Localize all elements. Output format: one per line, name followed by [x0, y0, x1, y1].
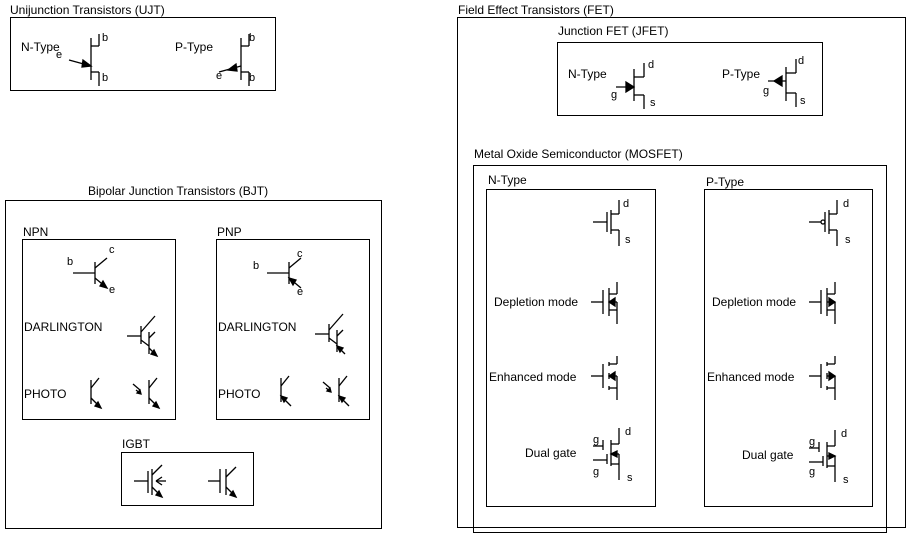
npn-base-label: b [67, 256, 74, 268]
fet-panel: Junction FET (JFET) N-Type g d s P-Type … [457, 17, 906, 533]
pnp-darlington-label: DARLINGTON [218, 320, 297, 334]
jfet-p-type-symbol [768, 59, 797, 107]
mosfet-n-basic-symbol [593, 200, 620, 246]
mosfet-p-panel: d s Depletion mode Enhanced mode [704, 189, 873, 507]
ujt-n-base2-label: b [102, 72, 109, 84]
mosfet-p-dual-drain-label: d [841, 428, 848, 440]
npn-darlington-label: DARLINGTON [24, 320, 103, 334]
ujt-p-base1-label: b [249, 32, 256, 44]
mosfet-n-dual-source-label: s [627, 472, 633, 484]
bjt-panel: NPN b c e DARLINGTON PHOTO [5, 200, 382, 529]
mosfet-p-dual-g1-label: g [809, 436, 816, 448]
igbt-symbol-1 [134, 464, 166, 499]
mosfet-n-enhanced-label: Enhanced mode [489, 370, 577, 384]
igbt-symbol-2 [208, 466, 238, 499]
mosfet-p-basic-drain-label: d [843, 198, 850, 210]
pnp-darlington-symbol [315, 313, 346, 355]
jfet-n-source-label: s [650, 97, 656, 109]
ujt-p-type-symbol [218, 34, 250, 86]
jfet-n-drain-label: d [648, 59, 655, 71]
mosfet-p-dual-gate-symbol [809, 430, 837, 482]
jfet-n-gate-label: g [611, 89, 618, 101]
mosfet-p-dual-gate-label: Dual gate [742, 448, 794, 462]
npn-title: NPN [23, 225, 49, 239]
jfet-n-type-symbol [616, 63, 645, 109]
mosfet-n-dual-g1-label: g [593, 434, 600, 446]
igbt-title: IGBT [122, 437, 151, 451]
mosfet-panel: N-Type d s Depletion mode [473, 165, 887, 533]
ujt-n-type-symbol [68, 34, 100, 86]
jfet-p-source-label: s [800, 95, 806, 107]
jfet-n-type-label: N-Type [568, 67, 607, 81]
jfet-p-type-label: P-Type [722, 67, 761, 81]
mosfet-n-dual-gate-label: Dual gate [525, 446, 577, 460]
mosfet-p-dual-source-label: s [843, 474, 849, 486]
bjt-section-title: Bipolar Junction Transistors (BJT) [88, 184, 269, 198]
npn-panel: b c e DARLINGTON PHOTO [22, 239, 176, 420]
mosfet-n-enhanced-symbol [591, 356, 618, 400]
ujt-p-emitter-label: e [216, 70, 223, 82]
fet-section-title: Field Effect Transistors (FET) [458, 3, 614, 17]
mosfet-n-type-label: N-Type [488, 173, 527, 187]
npn-collector-label: c [109, 244, 115, 256]
mosfet-n-dual-gate-symbol [593, 428, 620, 480]
mosfet-n-dual-drain-label: d [625, 426, 632, 438]
mosfet-n-depletion-label: Depletion mode [494, 295, 579, 309]
ujt-n-type-label: N-Type [21, 40, 60, 54]
mosfet-p-depletion-label: Depletion mode [712, 295, 797, 309]
jfet-panel: N-Type g d s P-Type g d s [557, 42, 823, 116]
mosfet-title: Metal Oxide Semiconductor (MOSFET) [474, 147, 683, 161]
npn-symbol [73, 257, 109, 290]
jfet-p-drain-label: d [798, 55, 805, 67]
jfet-p-gate-label: g [763, 85, 770, 97]
pnp-collector-label: c [297, 248, 303, 260]
mosfet-p-basic-source-label: s [845, 234, 851, 246]
npn-darlington-symbol [127, 315, 159, 358]
pnp-photo-label: PHOTO [218, 387, 261, 401]
npn-photo-light-symbol [132, 377, 161, 410]
mosfet-p-depletion-symbol [809, 282, 837, 324]
pnp-photo-light-symbol [322, 375, 350, 407]
ujt-section-title: Unijunction Transistors (UJT) [10, 3, 165, 17]
pnp-base-label: b [253, 260, 260, 272]
mosfet-n-basic-source-label: s [625, 234, 631, 246]
pnp-symbol [267, 257, 302, 289]
mosfet-n-depletion-symbol [591, 282, 618, 324]
mosfet-n-dual-g2-label: g [593, 466, 600, 478]
mosfet-p-enhanced-symbol [809, 356, 837, 400]
npn-emitter-label: e [109, 284, 116, 296]
igbt-panel [121, 452, 254, 506]
mosfet-n-basic-drain-label: d [623, 198, 630, 210]
pnp-phototransistor-symbol [279, 375, 292, 407]
jfet-title: Junction FET (JFET) [558, 24, 669, 38]
mosfet-p-type-label: P-Type [706, 175, 745, 189]
mosfet-n-panel: d s Depletion mode Enhanced mode [486, 189, 656, 507]
ujt-n-base1-label: b [102, 32, 109, 44]
npn-phototransistor-symbol [90, 377, 103, 410]
mosfet-p-enhanced-label: Enhanced mode [707, 370, 795, 384]
npn-photo-label: PHOTO [24, 387, 67, 401]
ujt-n-emitter-label: e [56, 49, 63, 61]
pnp-panel: b c e DARLINGTON PHOTO [216, 239, 370, 420]
pnp-title: PNP [217, 225, 242, 239]
mosfet-p-basic-symbol [809, 200, 838, 246]
mosfet-p-dual-g2-label: g [809, 466, 816, 478]
ujt-p-base2-label: b [249, 72, 256, 84]
pnp-emitter-label: e [297, 286, 304, 298]
ujt-p-type-label: P-Type [175, 40, 214, 54]
ujt-panel: N-Type e b b P-Type e b b [10, 17, 276, 91]
